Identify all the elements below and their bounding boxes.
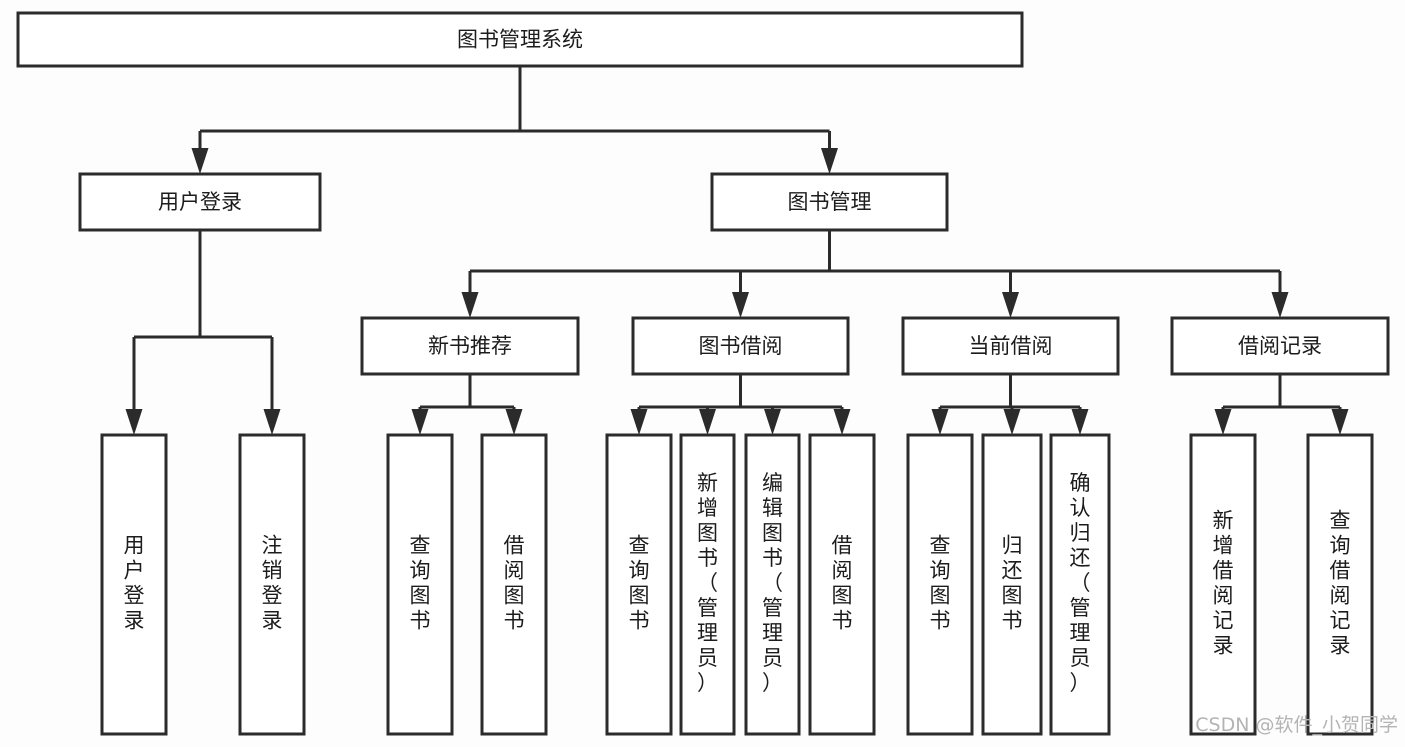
node-box [808, 433, 876, 736]
node-box [78, 172, 322, 232]
node-label: 查询图书 [410, 534, 431, 633]
node-leaf-confirm-return-admin[interactable]: 确认归还（管理员） [1049, 433, 1111, 736]
node-root[interactable]: 图书管理系统 [16, 11, 1024, 68]
node-new-book-recommend[interactable]: 新书推荐 [360, 316, 580, 376]
node-book-manage[interactable]: 图书管理 [710, 172, 949, 232]
node-label: 新书推荐 [428, 334, 512, 358]
arrow-head-icon [931, 409, 949, 435]
node-leaf-query-borrow-record[interactable]: 查询借阅记录 [1306, 433, 1374, 736]
connector-book-manage [461, 230, 1289, 318]
arrow-head-icon [191, 148, 209, 174]
connector-user-login [125, 230, 281, 435]
node-leaf-query-book-2[interactable]: 查询图书 [605, 433, 673, 736]
arrow-head-icon [1002, 292, 1019, 318]
connector-borrow-record [1214, 374, 1349, 435]
node-box [1049, 433, 1111, 736]
node-label: 借阅图书 [504, 534, 525, 633]
watermark-label: CSDN @软件_小贺同学 [1195, 714, 1398, 736]
arrow-head-icon [505, 409, 523, 435]
node-label: 用户登录 [124, 534, 145, 633]
node-label: 当前借阅 [969, 334, 1053, 358]
arrow-head-icon [699, 409, 716, 435]
node-user-login[interactable]: 用户登录 [78, 172, 322, 232]
node-leaf-add-borrow-record[interactable]: 新增借阅记录 [1189, 433, 1257, 736]
arrow-head-icon [821, 148, 838, 174]
node-borrow-record[interactable]: 借阅记录 [1170, 316, 1390, 376]
node-box [906, 433, 974, 736]
node-label: 新增借阅记录 [1213, 509, 1234, 658]
connector-new-book-recommend [411, 374, 523, 435]
node-label: 新增图书（管理员） [697, 471, 718, 695]
node-box [16, 11, 1024, 68]
node-label: 查询图书 [930, 534, 951, 633]
node-label: 借阅图书 [832, 534, 853, 633]
node-label: 确认归还（管理员） [1070, 471, 1091, 695]
arrow-head-icon [125, 409, 143, 435]
node-label: 注销登录 [262, 534, 283, 633]
node-label: 归还图书 [1002, 534, 1023, 633]
node-layer: 图书管理系统用户登录图书管理新书推荐图书借阅当前借阅借阅记录用户登录注销登录查询… [16, 11, 1390, 736]
arrow-head-icon [764, 409, 781, 435]
connector-book-borrow [630, 374, 851, 435]
node-box [360, 316, 580, 376]
node-leaf-edit-book-admin[interactable]: 编辑图书（管理员） [744, 433, 801, 736]
arrow-head-icon [1071, 409, 1089, 435]
node-leaf-borrow-book-2[interactable]: 借阅图书 [808, 433, 876, 736]
arrow-head-icon [411, 409, 429, 435]
arrow-head-icon [1003, 409, 1021, 435]
node-label: 查询图书 [629, 534, 650, 633]
node-leaf-query-book-3[interactable]: 查询图书 [906, 433, 974, 736]
arrow-head-icon [833, 409, 851, 435]
node-box [605, 433, 673, 736]
node-label: 查询借阅记录 [1330, 509, 1351, 658]
node-leaf-add-book-admin[interactable]: 新增图书（管理员） [679, 433, 736, 736]
node-box [710, 172, 949, 232]
node-label: 图书借阅 [699, 334, 783, 358]
node-box [386, 433, 454, 736]
node-current-borrow[interactable]: 当前借阅 [901, 316, 1120, 376]
arrow-head-icon [461, 292, 479, 318]
node-leaf-return-book[interactable]: 归还图书 [981, 433, 1043, 736]
node-leaf-query-book-1[interactable]: 查询图书 [386, 433, 454, 736]
arrow-head-icon [1331, 409, 1349, 435]
node-label: 用户登录 [158, 190, 242, 214]
arrow-head-icon [1214, 409, 1232, 435]
node-box [238, 433, 306, 736]
node-box [901, 316, 1120, 376]
node-leaf-user-logout[interactable]: 注销登录 [238, 433, 306, 736]
connector-root [191, 66, 838, 174]
node-box [1189, 433, 1257, 736]
node-box [1170, 316, 1390, 376]
node-leaf-borrow-book-1[interactable]: 借阅图书 [480, 433, 548, 736]
node-box [100, 433, 168, 736]
node-label: 图书管理 [788, 190, 872, 214]
node-box [631, 316, 850, 376]
node-box [744, 433, 801, 736]
node-label: 编辑图书（管理员） [762, 471, 783, 695]
node-box [1306, 433, 1374, 736]
node-book-borrow[interactable]: 图书借阅 [631, 316, 850, 376]
node-leaf-user-login[interactable]: 用户登录 [100, 433, 168, 736]
node-box [480, 433, 548, 736]
node-label: 借阅记录 [1238, 334, 1322, 358]
connector-layer [125, 66, 1349, 435]
node-box [981, 433, 1043, 736]
arrow-head-icon [630, 409, 648, 435]
arrow-head-icon [263, 409, 281, 435]
connector-current-borrow [931, 374, 1089, 435]
node-box [679, 433, 736, 736]
arrow-head-icon [732, 292, 749, 318]
arrow-head-icon [1271, 292, 1289, 318]
node-label: 图书管理系统 [457, 28, 583, 52]
